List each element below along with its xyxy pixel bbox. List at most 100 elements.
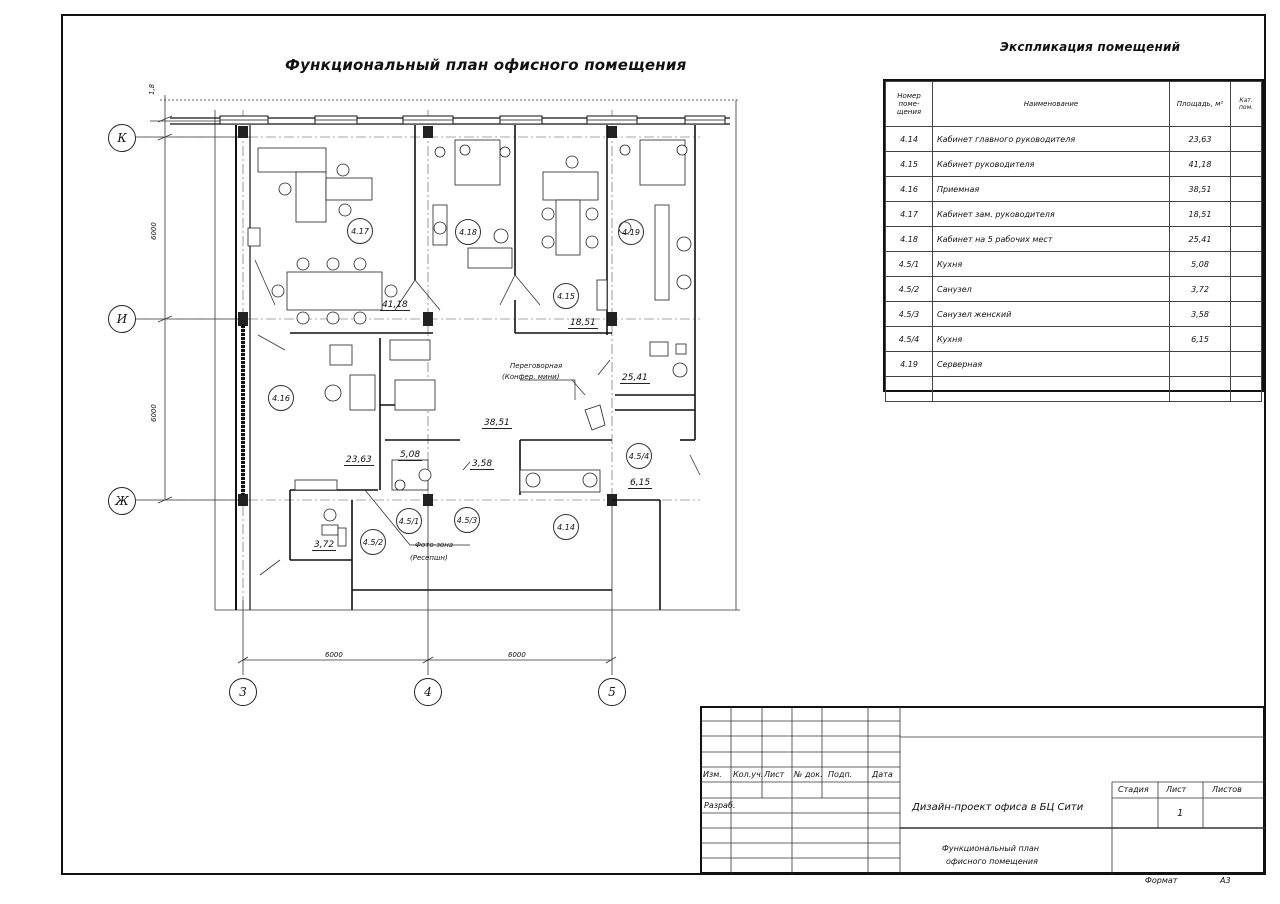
drawing-title: Функциональный план офисного помещения — [285, 56, 687, 74]
header-area: Площадь, м² — [1169, 81, 1231, 127]
axis-col-3: 3 — [229, 678, 257, 706]
row-number: 4.5/2 — [885, 276, 933, 302]
stamp-sheet-title-line1: Функциональный план — [942, 844, 1039, 853]
explication-header-row: Номер поме-щения Наименование Площадь, м… — [885, 81, 1262, 127]
explication-table: Номер поме-щения Наименование Площадь, м… — [883, 79, 1264, 402]
format-label: Формат — [1145, 876, 1178, 885]
area-label: 25,41 — [620, 373, 650, 384]
row-area: 38,51 — [1169, 176, 1231, 202]
row-category — [1230, 126, 1262, 152]
area-label: 18,51 — [568, 318, 598, 329]
row-area — [1169, 351, 1231, 377]
row-area: 23,63 — [1169, 126, 1231, 152]
axis-col-4: 4 — [414, 678, 442, 706]
stamp-header-count: Кол.уч. — [733, 770, 764, 779]
stamp-developer-label: Разраб. — [704, 801, 736, 810]
row-name — [932, 376, 1170, 402]
row-name: Кухня — [932, 326, 1170, 352]
row-name: Кухня — [932, 251, 1170, 277]
axis-col-5: 5 — [598, 678, 626, 706]
room-marker-4-5-2: 4.5/2 — [360, 529, 386, 555]
axis-row-zh: Ж — [108, 487, 136, 515]
stamp-project-name: Дизайн-проект офиса в БЦ Сити — [912, 802, 1084, 813]
row-area — [1169, 376, 1231, 402]
row-category — [1230, 301, 1262, 327]
header-room-number: Номер поме-щения — [885, 81, 933, 127]
explication-title: Экспликация помещений — [1000, 40, 1181, 54]
row-category — [1230, 151, 1262, 177]
row-category — [1230, 276, 1262, 302]
row-area: 5,08 — [1169, 251, 1231, 277]
title-block: Изм. Кол.уч. Лист № док. Подп. Дата Разр… — [700, 706, 1265, 874]
row-area: 18,51 — [1169, 201, 1231, 227]
row-name: Санузел — [932, 276, 1170, 302]
room-marker-4-5-3: 4.5/3 — [454, 507, 480, 533]
area-label: 5,08 — [398, 450, 423, 461]
header-name: Наименование — [932, 81, 1170, 127]
format-value: А3 — [1220, 876, 1231, 885]
callout-photo-line1: Фото-зона — [415, 541, 454, 549]
header-category: Кат. пом. — [1230, 81, 1262, 127]
row-number: 4.16 — [885, 176, 933, 202]
row-area: 3,58 — [1169, 301, 1231, 327]
stamp-sheet-title-line2: офисного помещения — [946, 857, 1038, 866]
row-name: Приемная — [932, 176, 1170, 202]
callout-photo-line2: (Ресепшн) — [410, 554, 448, 562]
table-row — [885, 376, 1262, 402]
row-category — [1230, 176, 1262, 202]
stamp-header-doc: № док. — [794, 770, 823, 779]
room-marker-4-15: 4.15 — [553, 283, 579, 309]
room-marker-4-18: 4.18 — [455, 219, 481, 245]
row-name: Кабинет на 5 рабочих мест — [932, 226, 1170, 252]
stamp-sheet-number: 1 — [1177, 808, 1184, 819]
row-number: 4.5/1 — [885, 251, 933, 277]
area-label: 3,58 — [470, 459, 495, 470]
room-marker-4-17: 4.17 — [347, 218, 373, 244]
row-number — [885, 376, 933, 402]
dimension-top: 1,8 — [148, 83, 156, 95]
stamp-header-change: Изм. — [703, 770, 722, 779]
room-marker-4-19: 4.19 — [618, 219, 644, 245]
area-label: 23,63 — [344, 455, 374, 466]
row-category — [1230, 226, 1262, 252]
row-category — [1230, 201, 1262, 227]
room-marker-4-5-4: 4.5/4 — [626, 443, 652, 469]
area-label: 3,72 — [312, 540, 337, 551]
stamp-stage-label: Стадия — [1118, 785, 1149, 794]
stamp-header-sheet: Лист — [764, 770, 785, 779]
row-area: 41,18 — [1169, 151, 1231, 177]
row-number: 4.15 — [885, 151, 933, 177]
row-number: 4.14 — [885, 126, 933, 152]
dimension-bottom-right: 6000 — [508, 651, 526, 659]
callout-meeting-line2: (Конфер. мини) — [502, 373, 560, 381]
stamp-sheets-label: Листов — [1212, 785, 1242, 794]
axis-row-k: К — [108, 124, 136, 152]
dimension-left-upper: 6000 — [150, 222, 158, 240]
row-category — [1230, 326, 1262, 352]
row-number: 4.5/3 — [885, 301, 933, 327]
row-category — [1230, 376, 1262, 402]
row-name: Санузел женский — [932, 301, 1170, 327]
room-marker-4-5-1: 4.5/1 — [396, 508, 422, 534]
stamp-header-sign: Подп. — [828, 770, 853, 779]
row-name: Серверная — [932, 351, 1170, 377]
area-label: 41,18 — [380, 300, 410, 311]
row-category — [1230, 351, 1262, 377]
dimension-left-lower: 6000 — [150, 404, 158, 422]
row-name: Кабинет главного руководителя — [932, 126, 1170, 152]
row-number: 4.5/4 — [885, 326, 933, 352]
row-area: 25,41 — [1169, 226, 1231, 252]
row-category — [1230, 251, 1262, 277]
row-area: 3,72 — [1169, 276, 1231, 302]
stamp-sheet-label: Лист — [1166, 785, 1187, 794]
